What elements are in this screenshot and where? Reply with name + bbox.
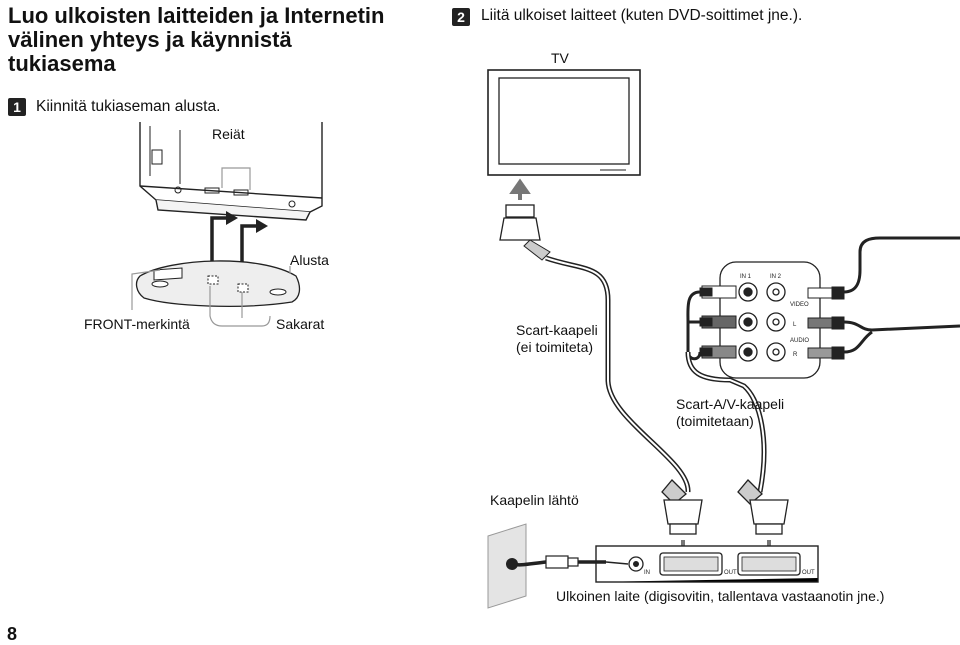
reiat-label: Reiät bbox=[212, 126, 245, 142]
av-input-panel: IN 1 IN 2 VIDEO L AUDIO R bbox=[719, 261, 821, 379]
device-scart-plugs bbox=[661, 479, 789, 535]
scart-av-cable-line-2: (toimitetaan) bbox=[676, 413, 754, 429]
external-device: IN OUT OUT bbox=[595, 545, 819, 583]
scart-cable-line-2: (ei toimiteta) bbox=[516, 339, 594, 355]
page-number: 8 bbox=[7, 624, 18, 644]
step-1-badge: 1 bbox=[8, 98, 26, 116]
external-device-label: Ulkoinen laite (digisovitin, tallentava … bbox=[556, 588, 885, 604]
rca-plugs-left bbox=[699, 285, 737, 359]
front-marking-label: FRONT-merkintä bbox=[84, 316, 190, 332]
sakarat-label: Sakarat bbox=[276, 316, 325, 332]
tv-scart-plug bbox=[499, 204, 551, 261]
tv-illustration bbox=[487, 69, 641, 176]
panel-in2-label: IN 2 bbox=[770, 274, 782, 280]
panel-audio-label: AUDIO bbox=[790, 338, 809, 344]
stand-plate bbox=[135, 260, 301, 308]
scart-av-cable-label: Scart-A/V-kaapeli (toimitetaan) bbox=[676, 396, 784, 430]
alusta-label: Alusta bbox=[290, 252, 329, 268]
base-station-illustration bbox=[139, 122, 323, 221]
device-in-label: IN bbox=[644, 570, 650, 576]
title-line-3: tukiasema bbox=[8, 51, 116, 76]
page-title: Luo ulkoisten laitteiden ja Internetin v… bbox=[8, 4, 428, 76]
attach-arrows bbox=[210, 211, 268, 270]
device-out-label-2: OUT bbox=[802, 570, 815, 576]
title-line-1: Luo ulkoisten laitteiden ja Internetin bbox=[8, 3, 385, 28]
panel-in1-label: IN 1 bbox=[740, 274, 752, 280]
panel-r-label: R bbox=[793, 352, 798, 358]
panel-l-label: L bbox=[793, 322, 797, 328]
scart-av-cable-line-1: Scart-A/V-kaapeli bbox=[676, 396, 785, 412]
scart-cable-label: Scart-kaapeli (ei toimiteta) bbox=[516, 322, 598, 356]
scart-cable-line-1: Scart-kaapeli bbox=[516, 322, 598, 338]
wall-cable-outlet bbox=[487, 523, 629, 609]
cable-outlet-label: Kaapelin lähtö bbox=[490, 492, 579, 508]
title-line-2: välinen yhteys ja käynnistä bbox=[8, 27, 292, 52]
panel-video-label: VIDEO bbox=[790, 302, 809, 308]
step-2-badge: 2 bbox=[452, 8, 470, 26]
step-2-text: Liitä ulkoiset laitteet (kuten DVD-soitt… bbox=[481, 7, 803, 24]
device-out-label-1: OUT bbox=[724, 570, 737, 576]
step-1-text: Kiinnitä tukiaseman alusta. bbox=[36, 98, 221, 115]
rca-plugs-right bbox=[807, 286, 845, 360]
tv-label: TV bbox=[551, 50, 569, 66]
